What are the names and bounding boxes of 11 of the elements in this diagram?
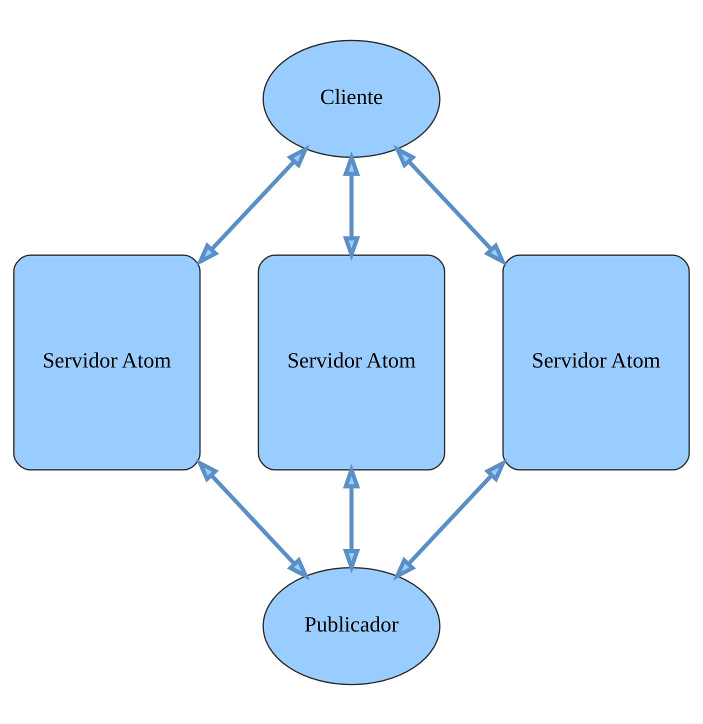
node-box: Servidor Atom bbox=[258, 254, 446, 470]
node-box: Servidor Atom bbox=[13, 254, 201, 470]
arrow bbox=[342, 150, 360, 260]
node-ellipse: Publicador bbox=[262, 566, 440, 685]
arrow bbox=[393, 144, 507, 266]
node-box: Servidor Atom bbox=[502, 254, 690, 470]
arrow bbox=[393, 458, 508, 580]
arrow bbox=[342, 463, 360, 574]
node-ellipse: Cliente bbox=[262, 39, 440, 158]
arrow bbox=[196, 144, 310, 266]
arrow bbox=[196, 458, 310, 580]
